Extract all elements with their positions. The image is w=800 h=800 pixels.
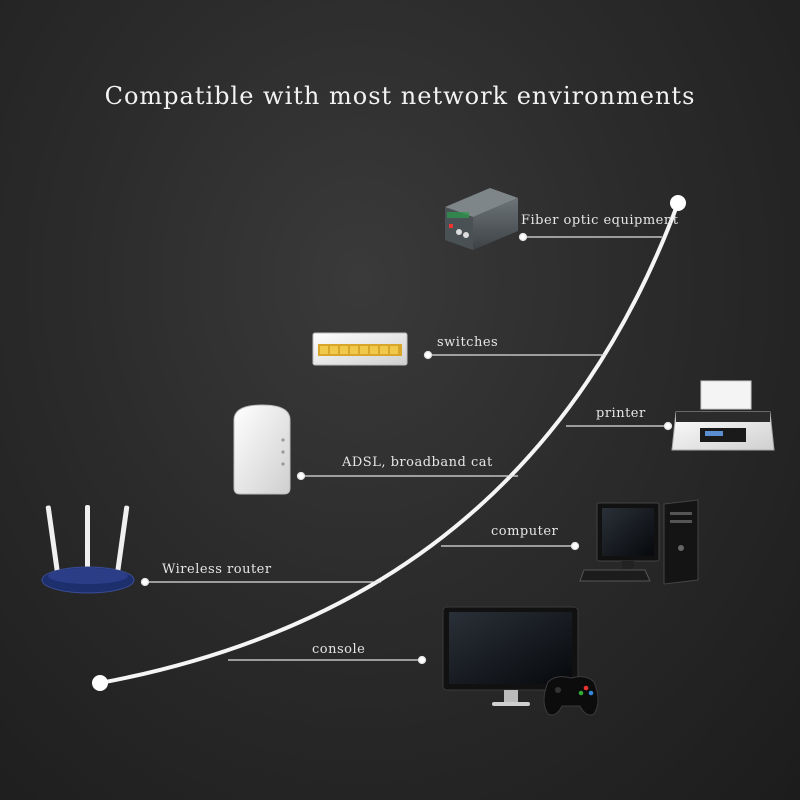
connector-fiber-optic <box>518 232 662 242</box>
label-fiber-optic-equipment: Fiber optic equipment <box>521 213 679 228</box>
curve-end-node <box>670 195 686 211</box>
connector-wireless-router <box>140 577 381 587</box>
label-console: console <box>312 642 366 657</box>
label-printer: printer <box>596 406 646 421</box>
connector-printer <box>566 421 673 431</box>
wireless-router-icon <box>41 505 135 594</box>
main-connection-curve <box>98 201 680 685</box>
printer-icon <box>671 380 775 451</box>
connector-switches <box>423 350 606 360</box>
label-wireless-router: Wireless router <box>162 562 272 577</box>
label-computer: computer <box>491 524 559 539</box>
page-title: Compatible with most network environment… <box>104 82 696 110</box>
connector-adsl <box>296 471 518 481</box>
curve-start-node <box>92 675 108 691</box>
label-adsl: ADSL, broadband cat <box>342 455 493 470</box>
desktop-computer-icon <box>579 499 699 585</box>
game-console-icon <box>442 606 599 716</box>
label-switches: switches <box>437 335 499 350</box>
fiber-optic-equipment-icon <box>445 188 518 250</box>
connector-console <box>228 655 427 665</box>
network-switch-icon <box>312 332 408 366</box>
adsl-modem-icon <box>233 404 291 495</box>
connector-computer <box>441 541 580 551</box>
